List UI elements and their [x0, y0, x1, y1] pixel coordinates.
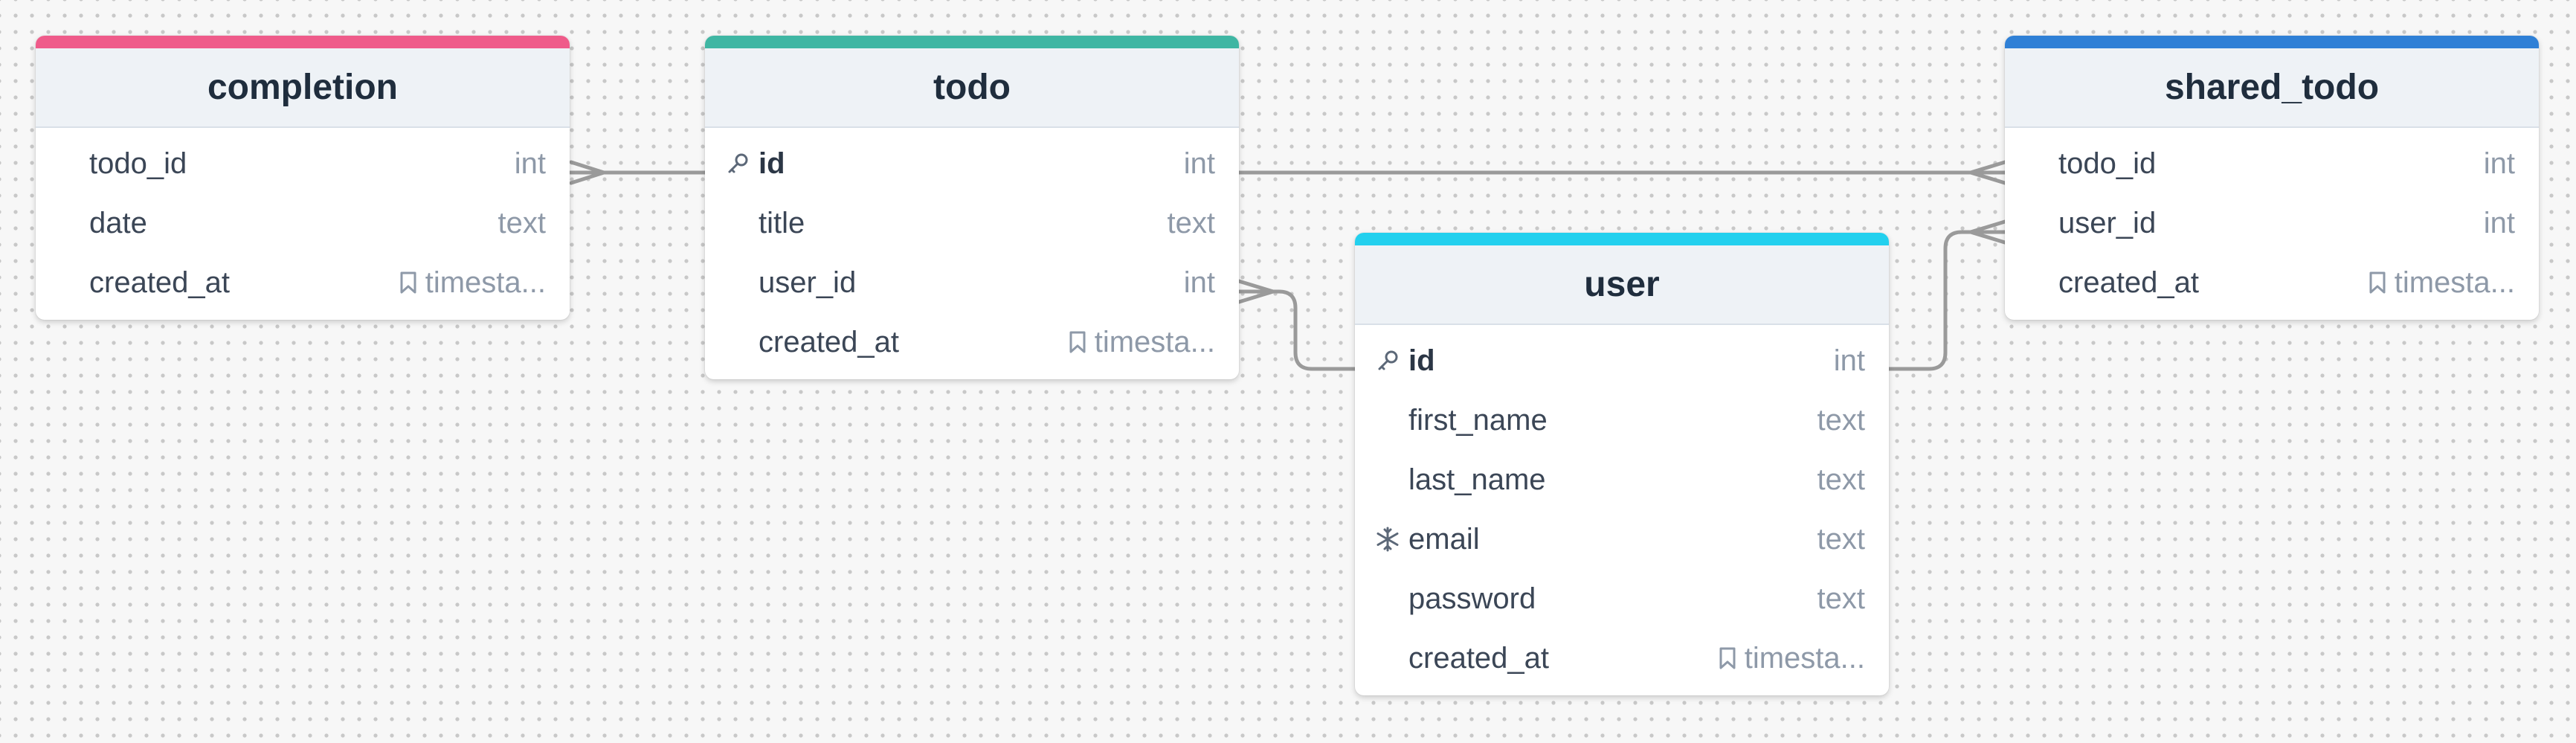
connector-todo-shared-todo[interactable] — [1237, 160, 2007, 185]
column-name: created_at — [89, 266, 231, 299]
column-type: int — [1183, 147, 1215, 180]
key-icon — [1374, 347, 1401, 374]
connector-completion-todo[interactable] — [568, 160, 707, 185]
column-type: int — [1183, 266, 1215, 299]
table-accent-bar — [705, 36, 1239, 48]
column-name: title — [759, 206, 805, 239]
column-type: timesta... — [399, 266, 546, 300]
column-name: last_name — [1408, 463, 1546, 496]
column-row-password[interactable]: password text — [1355, 569, 1889, 628]
table-title: user — [1584, 265, 1660, 304]
column-row-title[interactable]: title text — [705, 193, 1239, 253]
column-name: created_at — [759, 325, 900, 358]
column-row-id[interactable]: id int — [705, 134, 1239, 193]
bookmark-icon — [2368, 271, 2387, 295]
column-type: text — [1167, 206, 1215, 239]
column-name: id — [1408, 344, 1435, 377]
column-type: int — [2483, 147, 2515, 180]
connector-user-shared-todo[interactable] — [1887, 219, 2007, 371]
table-accent-bar — [1355, 233, 1889, 245]
column-row-id[interactable]: id int — [1355, 331, 1889, 390]
column-row-date[interactable]: date text — [36, 193, 570, 253]
table-header[interactable]: user — [1355, 245, 1889, 325]
table-accent-bar — [2005, 36, 2539, 48]
column-type: int — [2483, 206, 2515, 239]
column-type: text — [1817, 463, 1865, 496]
table-header[interactable]: shared_todo — [2005, 48, 2539, 128]
column-type: text — [1817, 522, 1865, 556]
column-row-todo-id[interactable]: todo_id int — [2005, 134, 2539, 193]
column-row-todo-id[interactable]: todo_id int — [36, 134, 570, 193]
snowflake-icon — [1374, 526, 1401, 553]
column-name: password — [1408, 582, 1536, 615]
column-type: timesta... — [1718, 642, 1865, 675]
column-type: text — [1817, 403, 1865, 437]
table-completion[interactable]: completion todo_id int date text created… — [36, 36, 570, 320]
column-name: user_id — [759, 266, 857, 299]
column-name: id — [759, 147, 785, 180]
column-name: created_at — [2058, 266, 2200, 299]
column-type: text — [1817, 582, 1865, 615]
bookmark-icon — [1718, 646, 1737, 670]
column-type: text — [498, 206, 546, 239]
column-name: created_at — [1408, 641, 1550, 675]
table-header[interactable]: todo — [705, 48, 1239, 128]
column-name: user_id — [2058, 206, 2157, 239]
column-row-email[interactable]: email text — [1355, 509, 1889, 569]
column-name: todo_id — [2058, 147, 2157, 180]
column-row-created-at[interactable]: created_at timesta... — [1355, 628, 1889, 688]
column-row-created-at[interactable]: created_at timesta... — [36, 253, 570, 312]
column-row-user-id[interactable]: user_id int — [2005, 193, 2539, 253]
column-row-last-name[interactable]: last_name text — [1355, 450, 1889, 509]
column-type: timesta... — [2368, 266, 2515, 300]
key-icon — [724, 150, 751, 177]
column-row-created-at[interactable]: created_at timesta... — [705, 312, 1239, 372]
bookmark-icon — [399, 271, 418, 295]
table-shared-todo[interactable]: shared_todo todo_id int user_id int crea… — [2005, 36, 2539, 320]
column-name: todo_id — [89, 147, 187, 180]
column-row-first-name[interactable]: first_name text — [1355, 390, 1889, 450]
bookmark-icon — [1068, 330, 1087, 354]
column-row-created-at[interactable]: created_at timesta... — [2005, 253, 2539, 312]
table-title: todo — [933, 68, 1011, 107]
column-type: timesta... — [1068, 326, 1215, 359]
column-row-user-id[interactable]: user_id int — [705, 253, 1239, 312]
column-name: date — [89, 206, 147, 239]
table-title: shared_todo — [2164, 68, 2380, 107]
table-accent-bar — [36, 36, 570, 48]
table-user[interactable]: user id int first_name text last_name te… — [1355, 233, 1889, 695]
column-type: int — [514, 147, 546, 180]
column-type: int — [1833, 344, 1865, 377]
column-name: email — [1408, 522, 1480, 556]
table-header[interactable]: completion — [36, 48, 570, 128]
column-name: first_name — [1408, 403, 1548, 437]
table-title: completion — [207, 68, 398, 107]
connector-todo-user[interactable] — [1237, 279, 1357, 371]
table-todo[interactable]: todo id int title text user_id int creat… — [705, 36, 1239, 379]
